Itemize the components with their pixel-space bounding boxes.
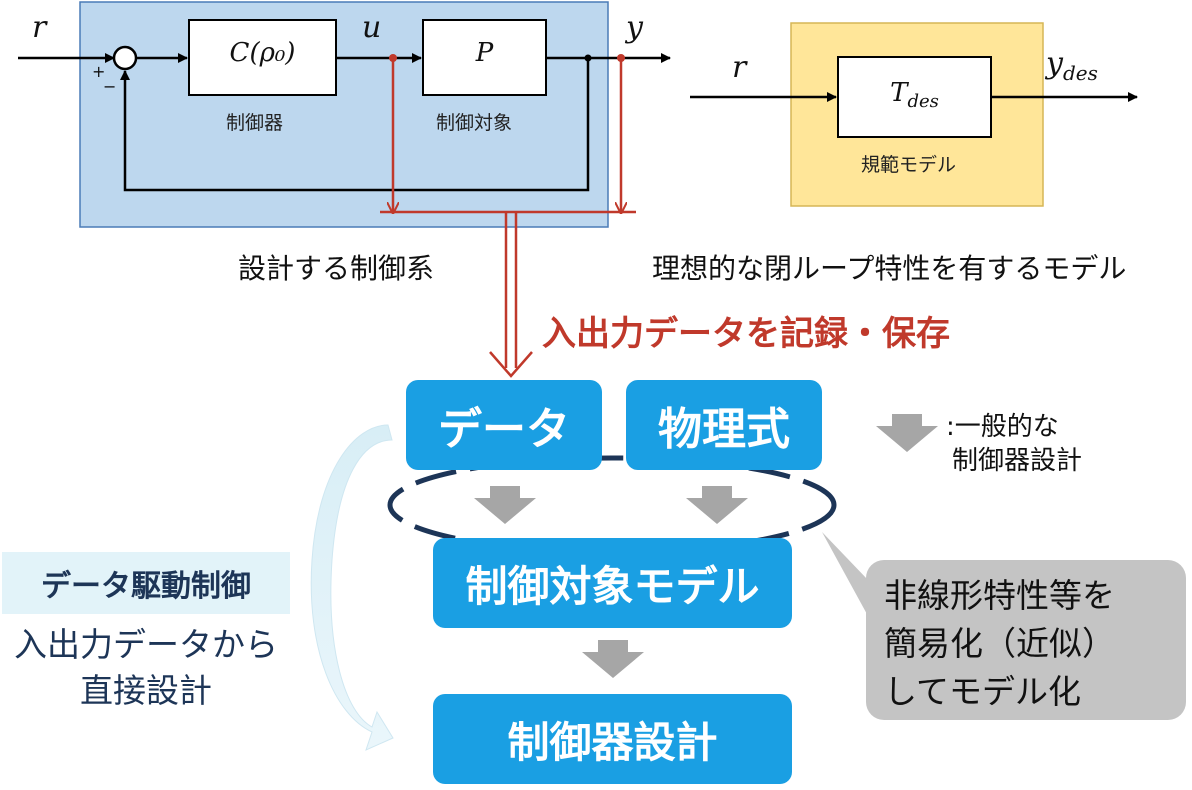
control-loop-wiring	[18, 45, 1138, 192]
plant-label: 制御対象	[436, 112, 513, 134]
note-line-1: 非線形特性等を	[884, 576, 1115, 615]
approximation-note: 非線形特性等を 簡易化（近似） してモデル化	[866, 560, 1186, 720]
data-driven-line-2: 直接設計	[80, 671, 212, 710]
data-driven-title: データ駆動制御	[2, 552, 290, 614]
signal-r-label: r	[32, 10, 47, 45]
data-driven-line-1: 入出力データから	[14, 625, 278, 664]
signal-u-label: u	[362, 10, 382, 45]
tdes-block	[837, 56, 992, 138]
tdes-main: T	[890, 78, 908, 108]
note-pointer	[822, 532, 868, 616]
legend-line-1: :一般的な	[946, 412, 1059, 442]
gray-arrows	[474, 414, 938, 678]
controller-label: 制御器	[226, 112, 284, 134]
controller-symbol: C(ρ₀)	[229, 38, 296, 68]
plant-symbol: P	[475, 38, 494, 68]
minus-sign: −	[103, 77, 117, 96]
ref-y-label: ydes	[1046, 46, 1098, 85]
plant-block	[422, 19, 547, 96]
controller-block	[188, 19, 337, 96]
y-junction-dot	[584, 54, 592, 62]
data-box: データ	[406, 380, 602, 470]
physics-box: 物理式	[626, 380, 822, 470]
controller-design-box: 制御器設計	[433, 694, 792, 784]
legend-text: :一般的な 制御器設計	[946, 410, 1082, 478]
data-tap-lines	[380, 58, 636, 378]
data-driven-description: 入出力データから 直接設計	[2, 622, 290, 714]
legend-line-2: 制御器設計	[952, 446, 1083, 476]
note-line-3: してモデル化	[884, 672, 1082, 711]
data-driven-curve-arrow	[310, 424, 394, 751]
ref-y-sub: des	[1062, 61, 1098, 85]
reference-model-caption: 理想的な閉ループ特性を有するモデル	[652, 252, 1127, 285]
tdes-symbol: Tdes	[838, 78, 991, 112]
note-line-2: 簡易化（近似）	[884, 624, 1115, 663]
plant-model-box: 制御対象モデル	[433, 538, 792, 628]
ref-y-main: y	[1046, 46, 1063, 81]
tdes-sub: des	[907, 91, 939, 113]
control-system-caption: 設計する制御系	[238, 252, 435, 285]
reference-model-label: 規範モデル	[861, 154, 957, 176]
plus-sign: +	[92, 62, 106, 81]
ref-r-label: r	[732, 50, 747, 85]
data-record-title: 入出力データを記録・保存	[542, 314, 950, 354]
signal-y-label: y	[626, 10, 643, 45]
